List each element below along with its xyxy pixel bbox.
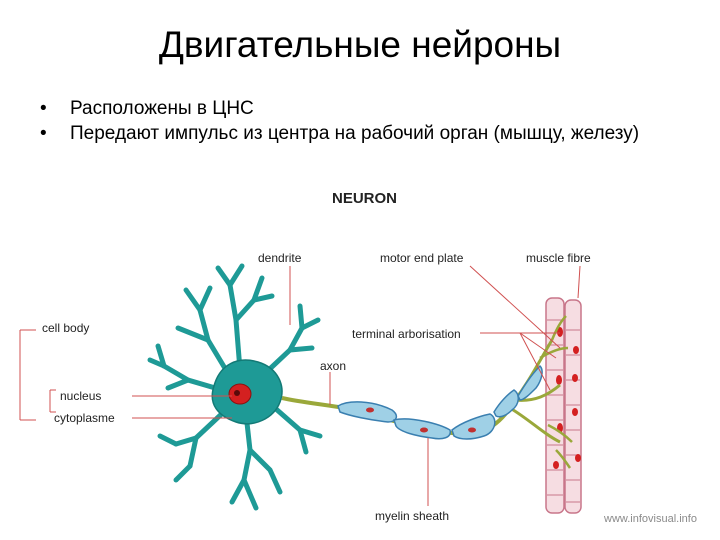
label-terminal-arborisation: terminal arborisation — [352, 327, 461, 341]
bullet-icon: • — [40, 123, 47, 144]
label-nucleus: nucleus — [60, 389, 101, 403]
neuron-diagram: NEURON — [19, 190, 697, 525]
watermark: www.infovisual.info — [603, 513, 697, 525]
label-axon: axon — [320, 359, 346, 373]
muscle-fibre — [564, 299, 582, 514]
bullet-list: • Расположены в ЦНС • Передают импульс и… — [40, 96, 680, 146]
myelin-sheath — [337, 364, 543, 440]
bullet-text: Передают импульс из центра на рабочий ор… — [70, 123, 640, 144]
bullet-text: Расположены в ЦНС — [70, 98, 254, 119]
label-dendrite: dendrite — [258, 251, 302, 265]
nucleus — [228, 383, 252, 405]
bullet-item: • Передают импульс из центра на рабочий … — [40, 121, 680, 146]
label-motor-end-plate: motor end plate — [380, 251, 464, 265]
label-myelin-sheath: myelin sheath — [375, 509, 449, 523]
diagram-heading: NEURON — [332, 190, 397, 207]
slide-title: Двигательные нейроны — [158, 24, 562, 65]
label-cell-body: cell body — [42, 321, 89, 335]
muscle-fibre-bundle — [545, 297, 582, 514]
leader-lines — [19, 265, 581, 506]
label-cytoplasme: cytoplasme — [54, 411, 115, 425]
cell-body — [147, 263, 323, 511]
label-muscle-fibre: muscle fibre — [526, 251, 591, 265]
bullet-item: • Расположены в ЦНС — [40, 96, 680, 121]
bullet-icon: • — [40, 98, 47, 119]
